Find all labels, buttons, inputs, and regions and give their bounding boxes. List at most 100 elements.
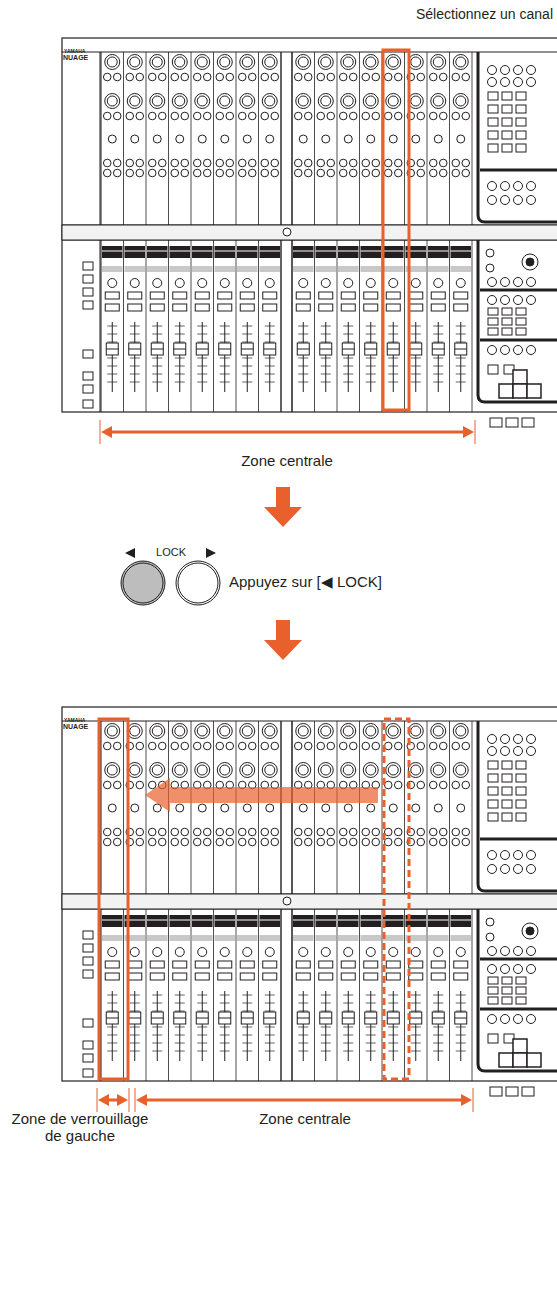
console-part xyxy=(242,374,252,375)
console-part xyxy=(221,135,229,143)
console-part xyxy=(236,909,237,1081)
console-part xyxy=(281,721,282,894)
console-part xyxy=(83,372,93,380)
console-part xyxy=(472,240,473,412)
console-part xyxy=(428,246,449,258)
console-part xyxy=(146,240,147,412)
console-part xyxy=(238,169,246,177)
console-part xyxy=(317,742,325,750)
console-part xyxy=(260,920,281,921)
console-part xyxy=(428,251,449,252)
console-part xyxy=(152,334,162,335)
console-part xyxy=(107,374,117,375)
console-part xyxy=(195,304,209,311)
console-part xyxy=(152,382,162,383)
console-part xyxy=(266,804,274,812)
console-part xyxy=(128,961,142,968)
zone-arrow-shaft xyxy=(108,431,467,434)
console-part xyxy=(456,1051,466,1052)
console-part xyxy=(237,266,258,272)
console-part xyxy=(434,804,442,812)
console-part xyxy=(429,838,437,846)
console-part xyxy=(196,1018,208,1019)
console-part xyxy=(339,828,347,836)
console-part xyxy=(456,374,466,375)
console-part xyxy=(343,1035,353,1036)
console-part xyxy=(429,112,437,120)
console-part xyxy=(292,52,293,225)
console-part xyxy=(480,958,557,961)
console-part xyxy=(327,73,335,81)
console-part xyxy=(136,73,144,81)
console-part xyxy=(321,382,331,383)
console-part xyxy=(107,1027,117,1028)
console-part xyxy=(501,947,510,956)
console-part xyxy=(384,112,392,120)
console-part xyxy=(242,358,252,359)
console-part xyxy=(516,997,526,1004)
console-part xyxy=(343,374,353,375)
console-part xyxy=(431,304,445,311)
console-part xyxy=(298,1035,308,1036)
console-part xyxy=(411,334,421,335)
console-part xyxy=(127,94,142,109)
console-part xyxy=(220,948,229,957)
console-part xyxy=(321,358,331,359)
console-part xyxy=(327,159,335,167)
product-logo: NUAGE xyxy=(63,54,88,62)
console-part xyxy=(304,73,312,81)
console-part xyxy=(226,838,234,846)
console-part xyxy=(261,742,269,750)
console-part xyxy=(198,804,206,812)
button-label: LOCK xyxy=(156,546,186,559)
console-part xyxy=(501,196,510,205)
console-part xyxy=(488,346,497,355)
console-part xyxy=(343,96,353,106)
console-part xyxy=(319,292,333,299)
console-part xyxy=(366,1051,376,1052)
console-part xyxy=(527,182,536,191)
console-part xyxy=(283,228,291,236)
console-part xyxy=(83,970,93,978)
console-part xyxy=(462,742,470,750)
console-part xyxy=(365,349,377,350)
console-part xyxy=(372,73,380,81)
console-part xyxy=(262,55,277,70)
console-part xyxy=(172,763,187,778)
console-part xyxy=(240,763,255,778)
console-part xyxy=(281,909,282,1081)
console-part xyxy=(488,182,497,191)
console-part xyxy=(129,1012,141,1024)
console-part xyxy=(361,935,382,941)
console-part xyxy=(514,851,523,860)
console-part xyxy=(366,995,376,996)
console-part xyxy=(514,865,523,874)
console-part xyxy=(271,828,279,836)
console-part xyxy=(364,973,378,980)
console-part xyxy=(196,349,208,350)
console-part xyxy=(220,1035,230,1036)
console-part xyxy=(271,112,279,120)
console-part xyxy=(192,935,213,941)
console-part xyxy=(181,73,189,81)
console-part xyxy=(147,935,168,941)
console-part xyxy=(152,366,162,367)
console-part xyxy=(343,726,353,736)
console-part xyxy=(433,374,443,375)
console-part xyxy=(217,94,232,109)
console-part xyxy=(433,1027,443,1028)
console-part xyxy=(438,322,439,392)
console-part xyxy=(106,349,118,350)
console-part xyxy=(265,366,275,367)
console-part xyxy=(175,1035,185,1036)
console-part xyxy=(271,742,279,750)
console-part xyxy=(191,52,192,225)
console-part xyxy=(147,251,168,252)
console-part xyxy=(361,266,382,272)
console-part xyxy=(317,169,325,177)
console-part xyxy=(102,935,123,941)
step-arrow xyxy=(264,487,302,527)
console-part xyxy=(107,358,117,359)
console-part xyxy=(128,292,142,299)
console-part xyxy=(386,961,400,968)
